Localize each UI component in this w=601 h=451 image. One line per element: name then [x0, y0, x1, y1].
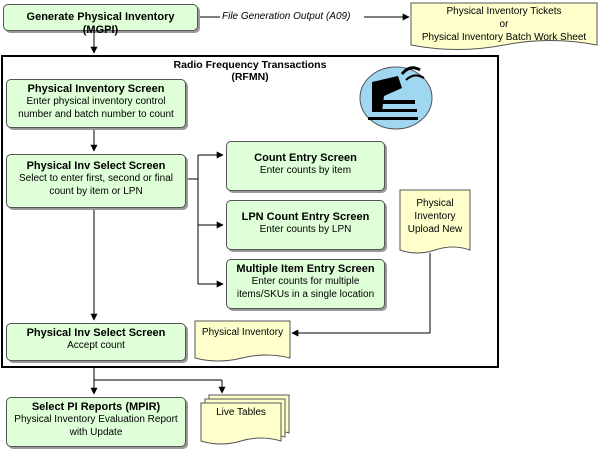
upload-document	[399, 189, 471, 254]
live-tables-document	[200, 394, 290, 445]
edge-upload-to-pi-doc	[291, 253, 431, 337]
lpn-count-entry-screen-desc: Enter counts by LPN	[259, 224, 352, 235]
tickets-line-1: Physical Inventory Tickets	[446, 6, 562, 17]
physical-inv-select-screen-desc: Select to enter first, second or final c…	[19, 173, 173, 197]
physical-inv-select-screen-node[interactable]: Physical Inv Select Screen Select to ent…	[6, 154, 186, 208]
tickets-line-3: Physical Inventory Batch Work Sheet	[421, 32, 587, 43]
count-entry-screen-desc: Enter counts by item	[259, 165, 352, 176]
rf-handheld-scanner-icon	[359, 66, 433, 130]
rfmn-frame-title: Radio Frequency Transactions (RFMN)	[173, 59, 327, 83]
accept-count-select-screen-title: Physical Inv Select Screen	[26, 327, 166, 339]
multiple-item-entry-screen-node[interactable]: Multiple Item Entry Screen Enter counts …	[226, 259, 385, 309]
tickets-document	[410, 2, 598, 50]
select-pi-reports-desc: Physical Inventory Evaluation Report wit…	[14, 414, 178, 438]
accept-count-select-screen-node[interactable]: Physical Inv Select Screen Accept count	[6, 323, 186, 361]
accept-count-select-screen-desc: Accept count	[67, 340, 125, 351]
physical-inv-select-screen-title: Physical Inv Select Screen	[26, 160, 166, 172]
count-entry-screen-title: Count Entry Screen	[254, 152, 357, 164]
lpn-count-entry-screen-title: LPN Count Entry Screen	[241, 211, 370, 223]
multiple-item-entry-screen-title: Multiple Item Entry Screen	[236, 263, 375, 275]
edge-to-live-tables	[94, 379, 226, 394]
upload-document-text: Physical Inventory Upload New	[407, 198, 463, 235]
rfmn-frame	[1, 55, 499, 368]
edge-select-to-entries	[186, 151, 224, 288]
file-generation-output-label: File Generation Output (A09)	[222, 11, 351, 22]
generate-physical-inventory-node[interactable]: Generate Physical Inventory (MGPI)	[3, 4, 198, 36]
physical-inventory-document-text: Physical Inventory	[201, 327, 284, 338]
generate-physical-inventory-title: Generate Physical Inventory (MGPI)	[26, 11, 175, 36]
lpn-count-entry-screen-node[interactable]: LPN Count Entry Screen Enter counts by L…	[226, 200, 385, 250]
physical-inventory-screen-desc: Enter physical inventory control number …	[18, 96, 174, 120]
select-pi-reports-node[interactable]: Select PI Reports (MPIR) Physical Invent…	[6, 397, 186, 447]
live-tables-text: Live Tables	[216, 407, 266, 418]
physical-inventory-screen-title: Physical Inventory Screen	[27, 83, 165, 95]
select-pi-reports-title: Select PI Reports (MPIR)	[31, 401, 161, 413]
count-entry-screen-node[interactable]: Count Entry Screen Enter counts by item	[226, 141, 385, 191]
physical-inventory-document	[194, 320, 291, 362]
tickets-document-text: Physical Inventory Tickets or Physical I…	[411, 5, 597, 44]
physical-inventory-screen-node[interactable]: Physical Inventory Screen Enter physical…	[6, 79, 186, 128]
tickets-line-2: or	[499, 19, 509, 30]
multiple-item-entry-screen-desc: Enter counts for multiple items/SKUs in …	[236, 276, 375, 300]
